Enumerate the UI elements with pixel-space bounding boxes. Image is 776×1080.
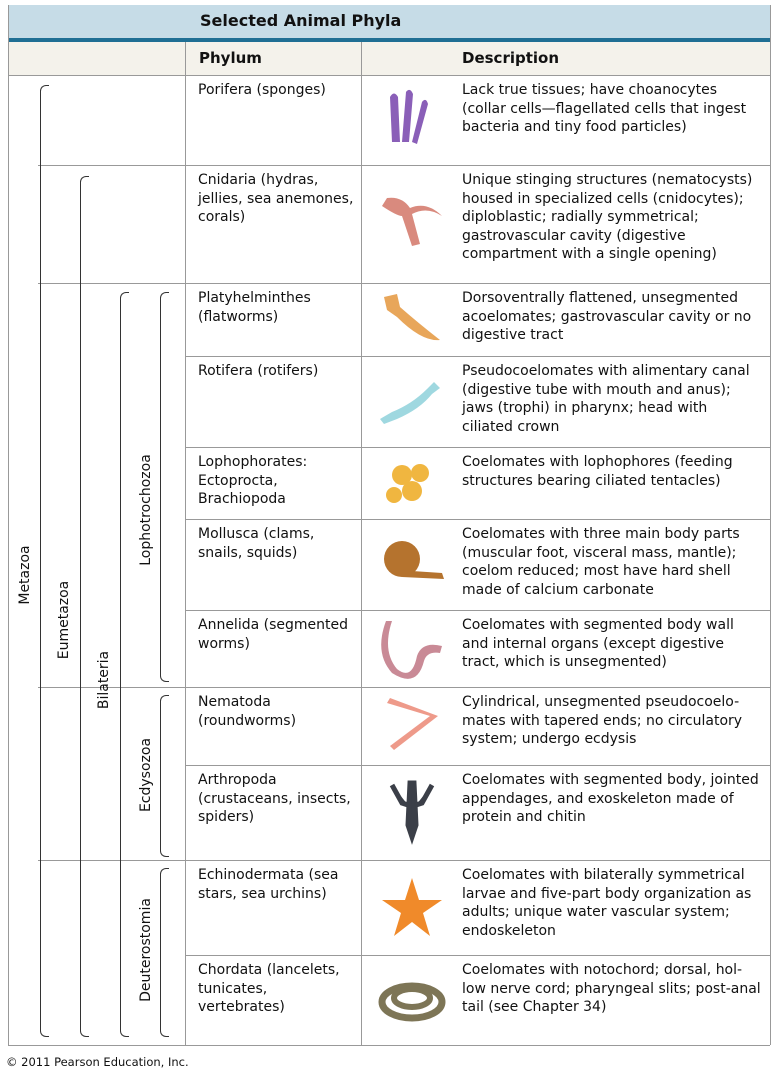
phylum-description: Coelomates with segmented body wall and … bbox=[462, 617, 734, 670]
phylum-header: Phylum bbox=[199, 49, 262, 67]
row-divider bbox=[185, 610, 770, 611]
row-divider bbox=[185, 356, 770, 357]
row-divider bbox=[185, 519, 770, 520]
phylum-name: Porifera (sponges) bbox=[198, 82, 326, 98]
phylum-name: Mollusca (clams, snails, squids) bbox=[198, 526, 315, 561]
flatworm-illustration bbox=[372, 282, 452, 358]
phylum-name: Chordata (lancelets, tunicates, vertebra… bbox=[198, 962, 340, 1015]
rotifer-illustration bbox=[372, 364, 452, 440]
row-divider bbox=[38, 860, 770, 861]
snake-illustration bbox=[372, 962, 452, 1038]
lophophorate-illustration bbox=[372, 445, 452, 521]
bilateria-bracket bbox=[120, 292, 129, 1037]
deuterostomia-label: Deuterostomia bbox=[138, 898, 154, 1002]
row-divider bbox=[185, 765, 770, 766]
phylum-name: Cnidaria (hydras, jellies, sea anemones,… bbox=[198, 172, 354, 225]
table-border bbox=[770, 5, 771, 1045]
earthworm-illustration bbox=[372, 611, 452, 687]
row-divider bbox=[38, 283, 770, 284]
phylum-description: Dorsoventrally flattened, unsegmented ac… bbox=[462, 290, 752, 343]
phylum-name: Echinodermata (sea stars, sea urchins) bbox=[198, 867, 339, 902]
row-divider bbox=[8, 75, 770, 76]
phylum-name: Rotifera (rotifers) bbox=[198, 363, 319, 379]
phylum-description: Coelomates with notochord; dorsal, hol-l… bbox=[462, 962, 761, 1015]
metazoa-bracket bbox=[40, 85, 49, 1037]
roundworm-illustration bbox=[372, 688, 452, 764]
snail-illustration bbox=[372, 527, 452, 603]
phylum-description: Coelomates with segmented body, jointed … bbox=[462, 772, 759, 825]
phylum-name: Lophophorates: Ectoprocta, Brachiopoda bbox=[198, 454, 308, 507]
phylum-description: Pseudocoelomates with alimentary canal (… bbox=[462, 363, 750, 435]
sponge-illustration bbox=[372, 82, 452, 158]
row-divider bbox=[38, 165, 770, 166]
deuterostomia-bracket bbox=[160, 868, 169, 1037]
phylum-name: Nematoda (roundworms) bbox=[198, 694, 297, 729]
table-title: Selected Animal Phyla bbox=[200, 11, 402, 30]
sea-star-illustration bbox=[372, 870, 452, 946]
phylum-name: Platyhelminthes (flatworms) bbox=[198, 290, 311, 325]
phylum-description: Coelomates with bilaterally symmetrical … bbox=[462, 867, 752, 939]
lobster-illustration bbox=[372, 775, 452, 851]
row-divider bbox=[8, 1045, 770, 1046]
phylum-description: Coelomates with three main body parts (m… bbox=[462, 526, 740, 598]
table-header-row: Phylum Description bbox=[8, 42, 770, 76]
table-title-bar: Selected Animal Phyla bbox=[8, 5, 770, 42]
description-header: Description bbox=[462, 49, 560, 67]
ecdysozoa-bracket bbox=[160, 695, 169, 857]
row-divider bbox=[185, 955, 770, 956]
phylum-name: Annelida (segmented worms) bbox=[198, 617, 349, 652]
bilateria-label: Bilateria bbox=[96, 650, 112, 710]
row-divider bbox=[38, 687, 770, 688]
phylum-description: Cylindrical, unsegmented pseudocoelo-mat… bbox=[462, 694, 743, 747]
copyright: © 2011 Pearson Education, Inc. bbox=[6, 1055, 189, 1069]
column-divider bbox=[185, 42, 186, 1045]
lophotrochozoa-bracket bbox=[160, 292, 169, 682]
row-divider bbox=[185, 447, 770, 448]
hydra-illustration bbox=[372, 186, 452, 262]
lophotrochozoa-label: Lophotrochozoa bbox=[138, 454, 154, 566]
eumetazoa-label: Eumetazoa bbox=[56, 580, 72, 660]
column-divider bbox=[361, 42, 362, 1045]
phylum-description: Lack true tissues; have choanocytes (col… bbox=[462, 82, 747, 135]
phylum-name: Arthropoda (crustaceans, insects, spider… bbox=[198, 772, 351, 825]
eumetazoa-bracket bbox=[80, 176, 89, 1037]
metazoa-label: Metazoa bbox=[17, 545, 33, 605]
phylum-description: Coelomates with lophophores (feeding str… bbox=[462, 454, 733, 489]
phylum-description: Unique stinging structures (nematocysts)… bbox=[462, 172, 753, 262]
ecdysozoa-label: Ecdysozoa bbox=[138, 737, 154, 813]
table-border bbox=[8, 5, 9, 1045]
